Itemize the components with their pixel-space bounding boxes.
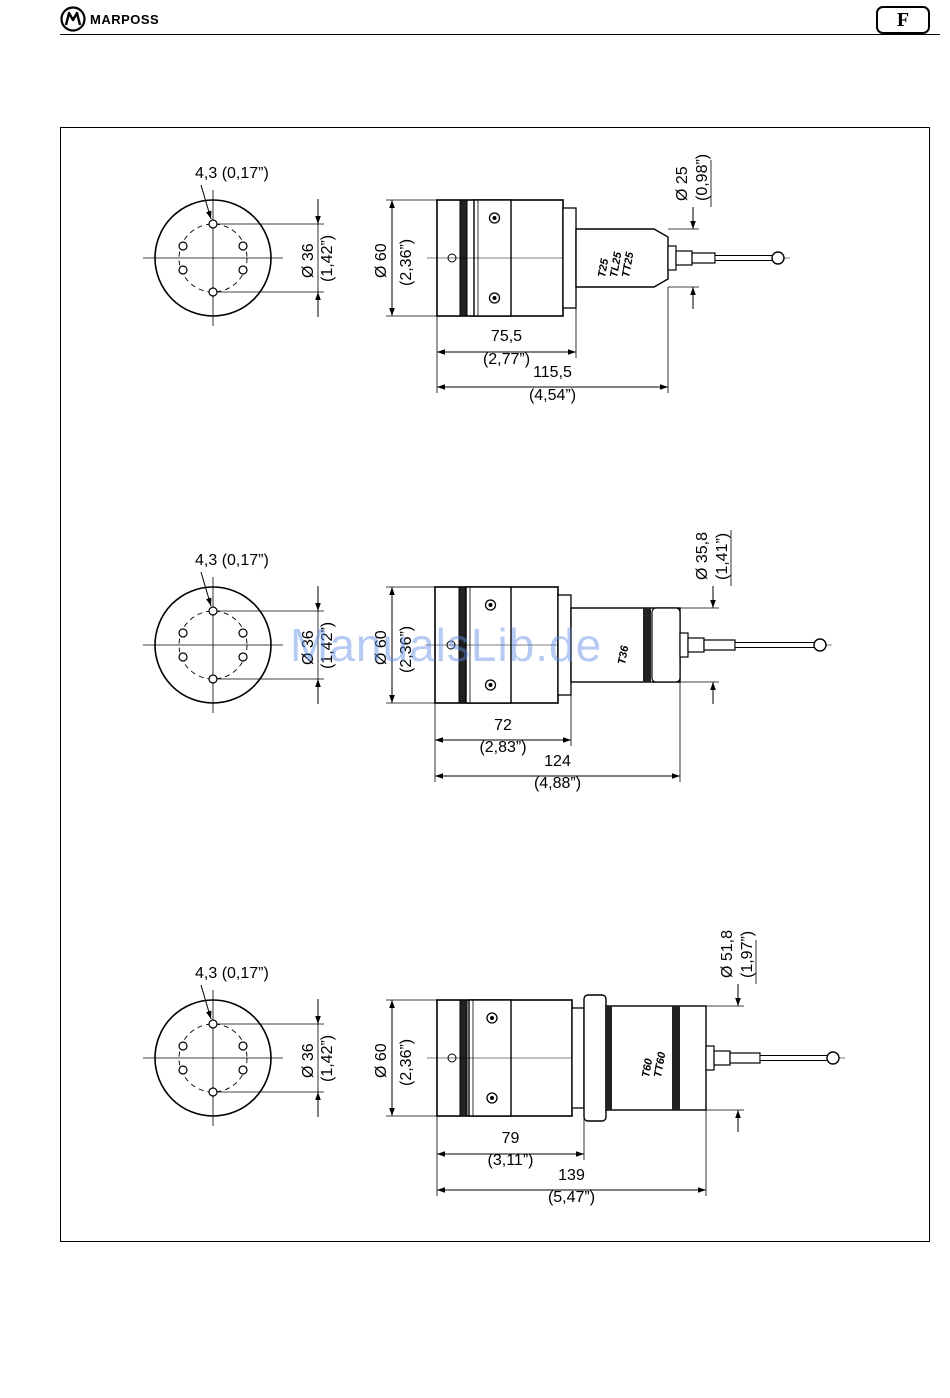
mounting-hole	[239, 653, 247, 661]
mounting-hole	[239, 266, 247, 274]
mounting-hole	[209, 220, 217, 228]
pcd-label-in: (1,42”)	[319, 1035, 336, 1082]
hole-leader	[201, 572, 211, 606]
clamp-screw-center	[489, 683, 493, 687]
probe-tip-face	[668, 246, 676, 270]
stylus-stem	[715, 256, 773, 261]
total-length-mm: 139	[558, 1167, 585, 1184]
mounting-hole	[239, 629, 247, 637]
total-length-in: (4,88”)	[534, 775, 581, 792]
tip-diameter-in: (0,98”)	[694, 154, 711, 201]
stylus-adapter	[704, 640, 735, 650]
total-length-mm: 124	[544, 753, 571, 770]
body-diameter-mm: Ø 60	[373, 243, 390, 278]
probe-head-band	[606, 1006, 612, 1110]
mounting-hole	[209, 1088, 217, 1096]
hole-size-label: 4,3 (0,17”)	[195, 965, 269, 982]
flange-view: 4,3 (0,17”) Ø 36(1,42”)	[143, 965, 336, 1126]
clamp-screw-center	[490, 1016, 494, 1020]
total-length-in: (4,54”)	[529, 387, 576, 404]
pcd-label-mm: Ø 36	[300, 1043, 317, 1078]
probe-tip-face	[680, 633, 688, 657]
short-length-mm: 72	[494, 717, 512, 734]
tip-diameter-in: (1,41”)	[714, 533, 731, 580]
body-diameter-in: (2,36”)	[398, 239, 415, 286]
clamp-screw-center	[490, 1096, 494, 1100]
short-length-mm: 79	[502, 1130, 520, 1147]
mounting-hole	[239, 242, 247, 250]
pcd-label-mm: Ø 36	[300, 243, 317, 278]
total-length-in: (5,47”)	[548, 1189, 595, 1206]
watermark-text: ManualsLib.de	[290, 618, 602, 672]
body-neck	[563, 208, 576, 308]
tip-diameter-mm: Ø 35,8	[694, 532, 711, 580]
mounting-hole	[209, 675, 217, 683]
total-length-mm: 115,5	[533, 364, 572, 381]
pcd-label-in: (1,42”)	[319, 235, 336, 282]
mounting-hole	[239, 1066, 247, 1074]
tip-diameter-mm: Ø 25	[674, 166, 691, 201]
hole-leader	[201, 985, 211, 1019]
clamp-screw-center	[493, 296, 497, 300]
short-length-in: (2,83”)	[479, 739, 526, 756]
hole-leader	[201, 185, 211, 219]
mounting-hole	[179, 1066, 187, 1074]
body-neck	[572, 1008, 584, 1108]
stylus-adapter	[692, 253, 715, 263]
stylus-ball	[827, 1052, 839, 1064]
probe-head-ring	[672, 1006, 680, 1110]
stylus-ball	[814, 639, 826, 651]
mounting-hole	[209, 1020, 217, 1028]
short-length-mm: 75,5	[491, 328, 522, 345]
mounting-hole	[179, 629, 187, 637]
clamp-screw-center	[493, 216, 497, 220]
mounting-hole	[179, 242, 187, 250]
adapter-collar	[584, 995, 606, 1121]
stylus-stem	[760, 1056, 828, 1061]
hole-size-label: 4,3 (0,17”)	[195, 165, 269, 182]
short-length-in: (3,11”)	[488, 1152, 534, 1169]
mounting-hole	[209, 607, 217, 615]
flange-view: 4,3 (0,17”) Ø 36(1,42”)	[143, 165, 336, 326]
probe-head-cap	[652, 608, 680, 682]
stylus-stem	[735, 643, 815, 648]
mounting-hole	[239, 1042, 247, 1050]
stylus-ball	[772, 252, 784, 264]
tip-diameter-in: (1,97”)	[739, 931, 756, 978]
mounting-hole	[179, 653, 187, 661]
body-diameter-mm: Ø 60	[373, 1043, 390, 1078]
hole-size-label: 4,3 (0,17”)	[195, 552, 269, 569]
stylus-holder	[688, 638, 704, 652]
mounting-hole	[179, 266, 187, 274]
stylus-adapter	[730, 1053, 760, 1063]
body-diameter-in: (2,36”)	[398, 1039, 415, 1086]
tip-diameter-mm: Ø 51,8	[719, 930, 736, 978]
clamp-screw-center	[489, 603, 493, 607]
stylus-holder	[676, 251, 692, 265]
stylus-holder	[714, 1051, 730, 1065]
short-length-in: (2,77”)	[483, 351, 530, 368]
probe-tip-face	[706, 1046, 714, 1070]
probe-head-ring	[643, 608, 651, 682]
mounting-hole	[209, 288, 217, 296]
mounting-hole	[179, 1042, 187, 1050]
